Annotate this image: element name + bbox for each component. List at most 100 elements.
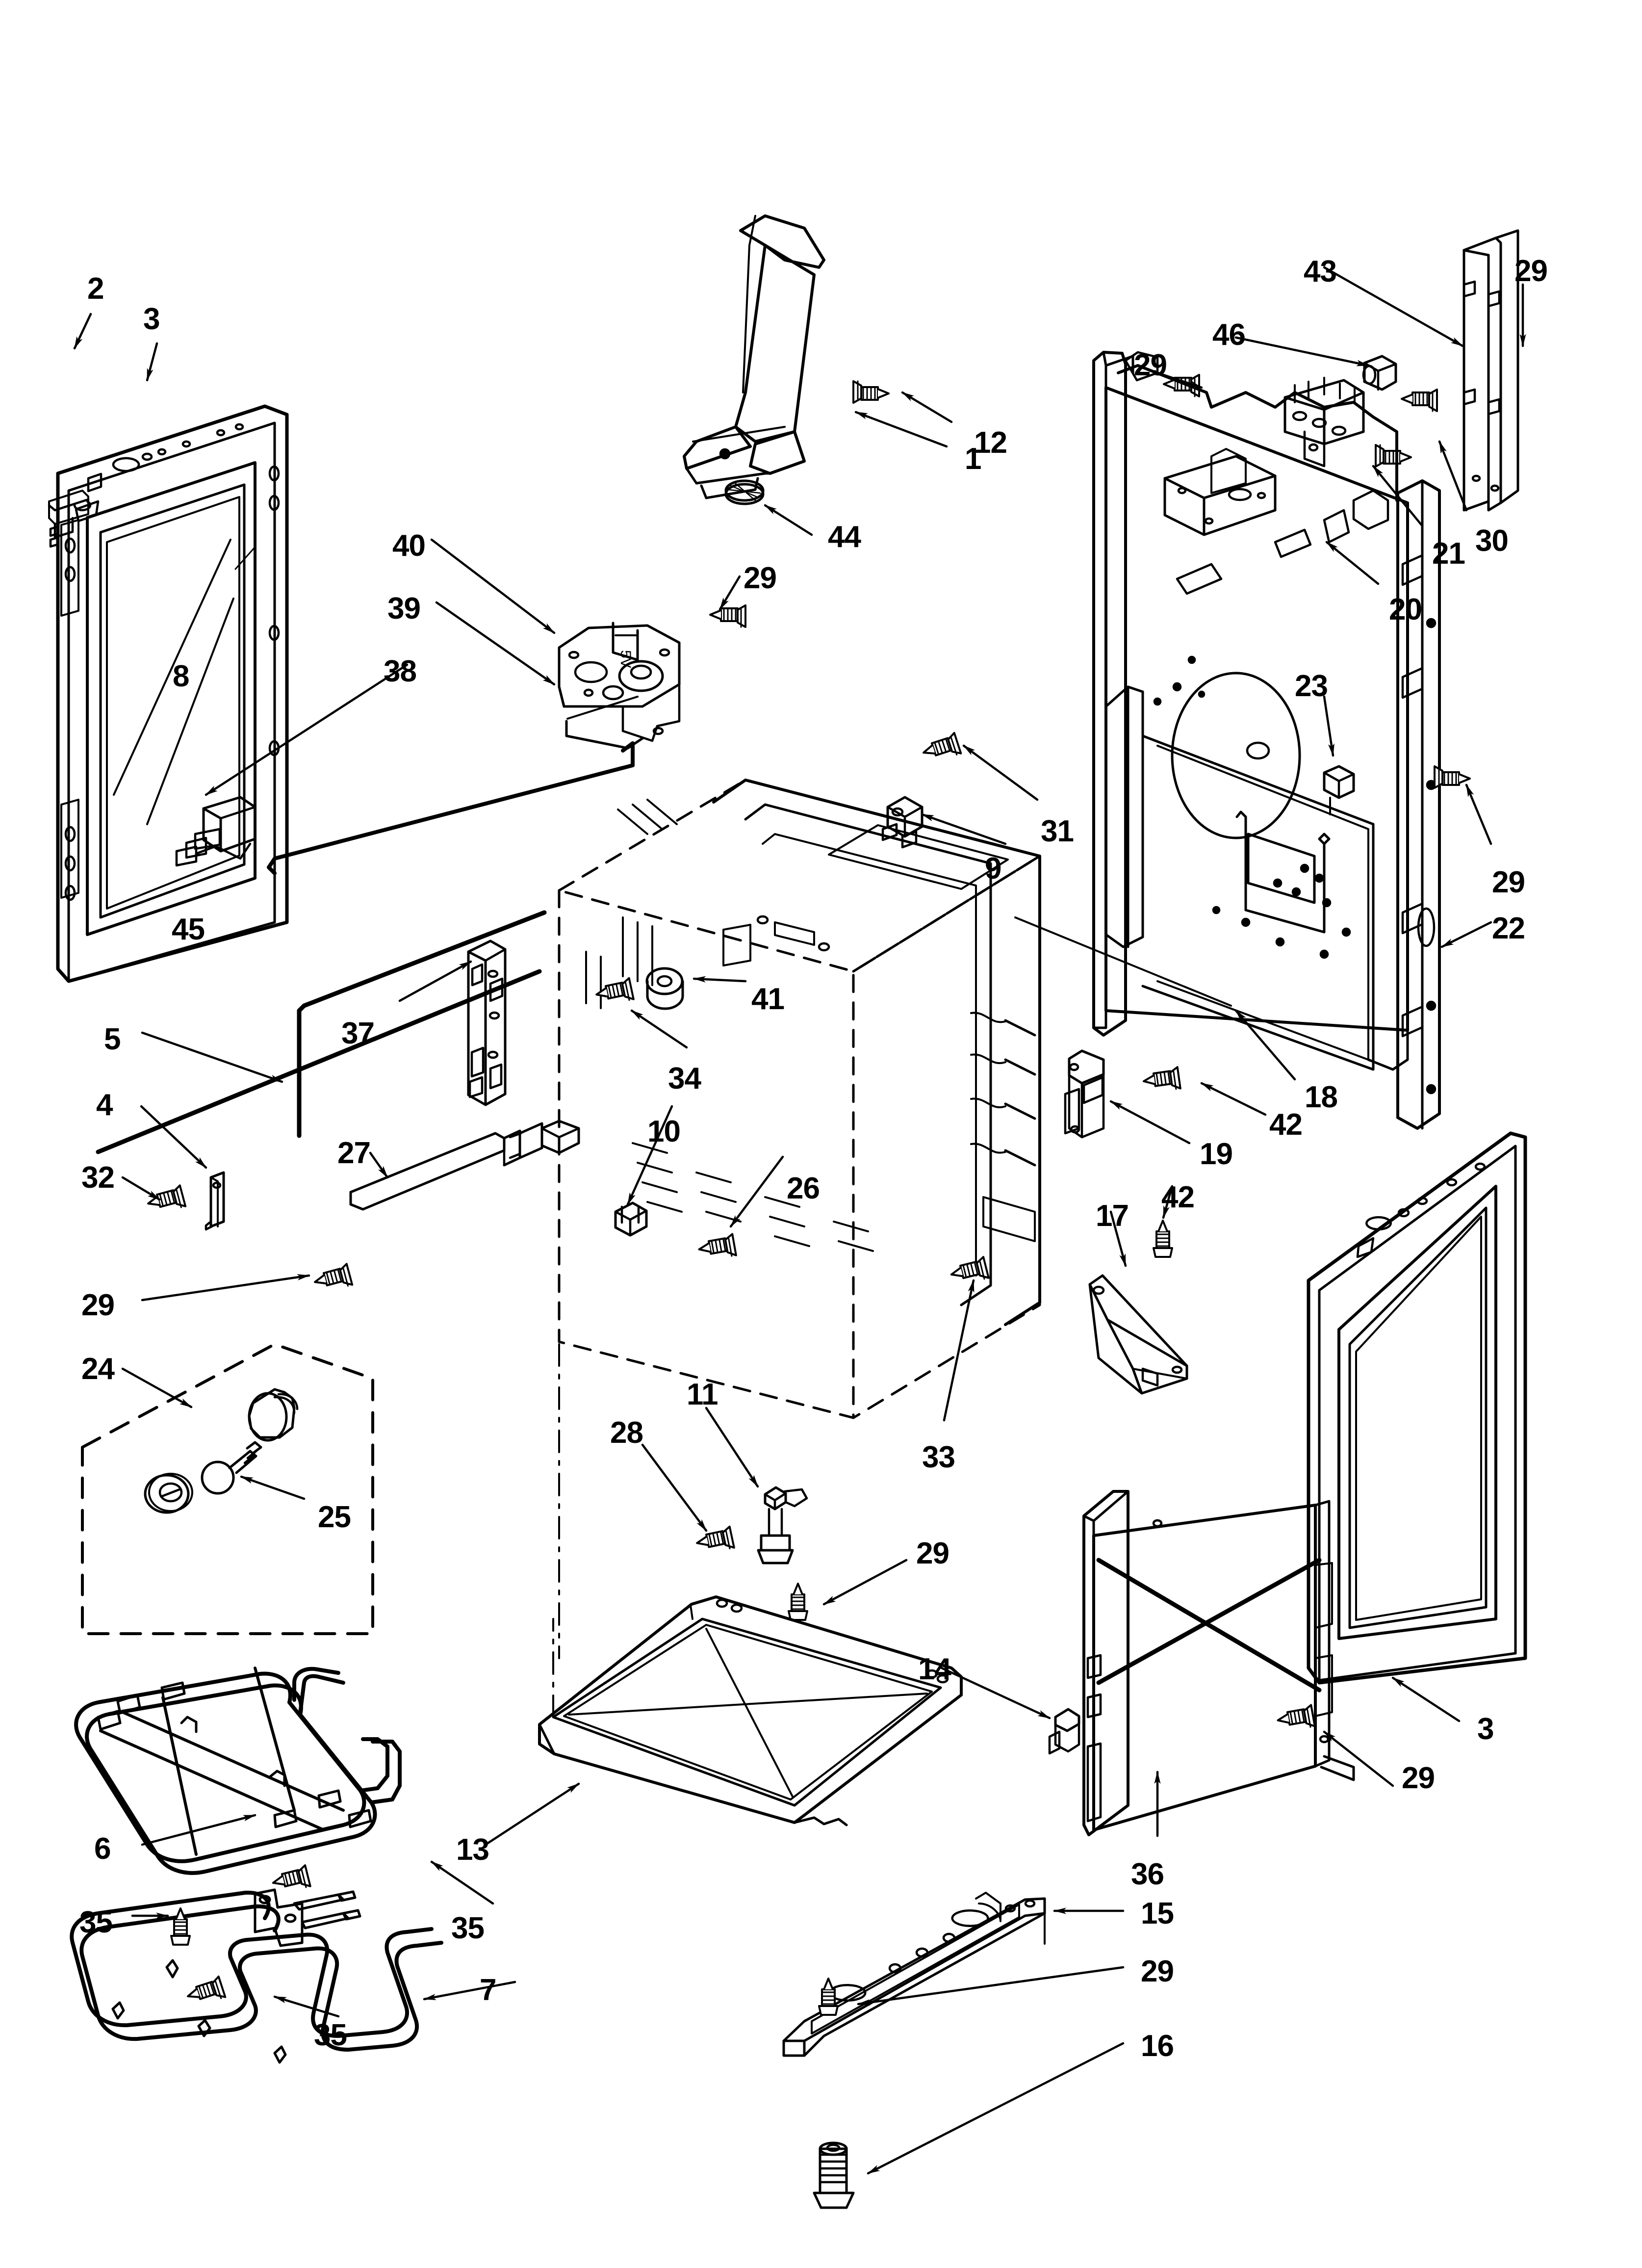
screw-42a-art (1142, 1067, 1180, 1094)
light-lens-art (248, 1388, 299, 1442)
callout-40: 40 (392, 529, 426, 563)
callout-25: 25 (318, 1500, 351, 1534)
terminal-block-art (1283, 377, 1365, 468)
oven-cavity-solid-art (585, 779, 1041, 1326)
door-frame-lower-art (1307, 1131, 1527, 1685)
bake-element-bracket-art (111, 1888, 361, 2064)
handle-art (683, 214, 825, 499)
screw-26-art (697, 1234, 736, 1261)
callout-26: 26 (787, 1172, 820, 1205)
cavity-roller-art (645, 967, 684, 1010)
leveling-leg-art (813, 2141, 855, 2209)
anti-tip-stud-art (757, 1486, 808, 1564)
clip-9-art (881, 796, 924, 849)
light-bulb-art (201, 1441, 262, 1495)
sensor-clip-art (205, 1171, 225, 1231)
callout-11: 11 (687, 1378, 718, 1411)
vent-trim-art (1462, 229, 1519, 512)
terminal-bracket-art (1163, 448, 1277, 536)
bake-element-art (70, 1890, 443, 2052)
handle-screw-art (853, 381, 889, 403)
callout-29-c: 29 (744, 561, 777, 595)
callout-30: 30 (1475, 524, 1509, 558)
callout-14: 14 (918, 1652, 951, 1686)
corner-brace-art (1088, 1274, 1188, 1395)
broil-element-frame-art (97, 1667, 372, 1856)
callout-38: 38 (384, 654, 417, 688)
callout-5: 5 (104, 1022, 121, 1056)
callout-35-c: 35 (314, 2018, 347, 2052)
callout-32: 32 (81, 1161, 115, 1195)
side-panel-art (1082, 1490, 1355, 1836)
callout-31: 31 (1041, 814, 1074, 848)
screw-35-bake-art (185, 1977, 225, 2008)
door-outer-panel-art (56, 404, 289, 983)
latch-rod-art (267, 741, 635, 875)
cavity-clip-art (614, 1201, 648, 1237)
screw-35-bottom-art (271, 1865, 310, 1895)
callout-7: 7 (480, 1973, 496, 2007)
callout-10: 10 (647, 1115, 681, 1148)
screw-29-latch-art (710, 605, 745, 627)
screw-42b-art (1154, 1221, 1172, 1257)
callout-17: 17 (1096, 1199, 1129, 1233)
callout-19: 19 (1200, 1137, 1233, 1171)
callout-29-b: 29 (1134, 348, 1167, 382)
door-catch-art (48, 490, 92, 548)
screw-29-side-art (1276, 1705, 1315, 1732)
latch-motor-art: 5V (558, 622, 681, 750)
callout-42-a: 42 (1269, 1108, 1303, 1142)
screw-32-art (146, 1185, 185, 1215)
screw-28-art (695, 1527, 734, 1555)
wire-harness-art (96, 910, 547, 1154)
screw-29-stud-art (789, 1584, 807, 1620)
latch-bracket-art (175, 796, 257, 867)
callout-24: 24 (81, 1352, 115, 1386)
screw-21-art (1376, 445, 1411, 467)
callout-8: 8 (173, 659, 189, 693)
callout-16: 16 (1141, 2029, 1174, 2063)
callout-12: 12 (974, 426, 1007, 460)
callout-3-bottom: 3 (1477, 1712, 1494, 1746)
callout-29-g: 29 (1402, 1761, 1435, 1795)
callout-20: 20 (1389, 593, 1422, 626)
screw-31-art (921, 733, 961, 764)
callout-39: 39 (387, 592, 421, 626)
callout-1: 1 (965, 442, 981, 476)
callout-18: 18 (1305, 1080, 1338, 1114)
oven-cavity-art (558, 779, 1041, 1419)
screw-30-art (1402, 390, 1437, 411)
hinge-receiver-art (467, 939, 507, 1106)
callout-35-a: 35 (79, 1905, 113, 1939)
screw-29-rear-art (1435, 766, 1470, 788)
callout-37: 37 (341, 1017, 375, 1050)
callout-42-b: 42 (1161, 1180, 1195, 1214)
temperature-sensor-art (349, 1120, 580, 1211)
callout-46: 46 (1212, 318, 1246, 352)
callout-2: 2 (87, 272, 104, 306)
callout-44: 44 (828, 520, 861, 554)
callout-15: 15 (1141, 1897, 1174, 1930)
callout-28: 28 (610, 1416, 643, 1450)
callout-29-d: 29 (1492, 865, 1525, 899)
callout-6: 6 (94, 1832, 111, 1866)
callout-29-f: 29 (916, 1537, 949, 1570)
screw-35-broil-art (171, 1908, 190, 1945)
hex-nut-art (1362, 355, 1397, 391)
broil-element-art (74, 1667, 402, 1875)
light-phantom-box (81, 1343, 374, 1635)
callout-33: 33 (922, 1440, 955, 1474)
callout-3-top: 3 (143, 302, 160, 336)
rear-panel-art (1092, 351, 1441, 1130)
screw-33-art (949, 1257, 989, 1286)
bottom-panel-art (538, 1595, 963, 1826)
callout-29-e: 29 (81, 1288, 115, 1322)
callout-34: 34 (668, 1062, 701, 1095)
callout-36: 36 (1131, 1857, 1164, 1891)
callout-23: 23 (1295, 669, 1328, 703)
handle-washer-art (724, 479, 765, 505)
callout-13: 13 (456, 1833, 489, 1867)
bottom-clip-art (1048, 1708, 1080, 1755)
